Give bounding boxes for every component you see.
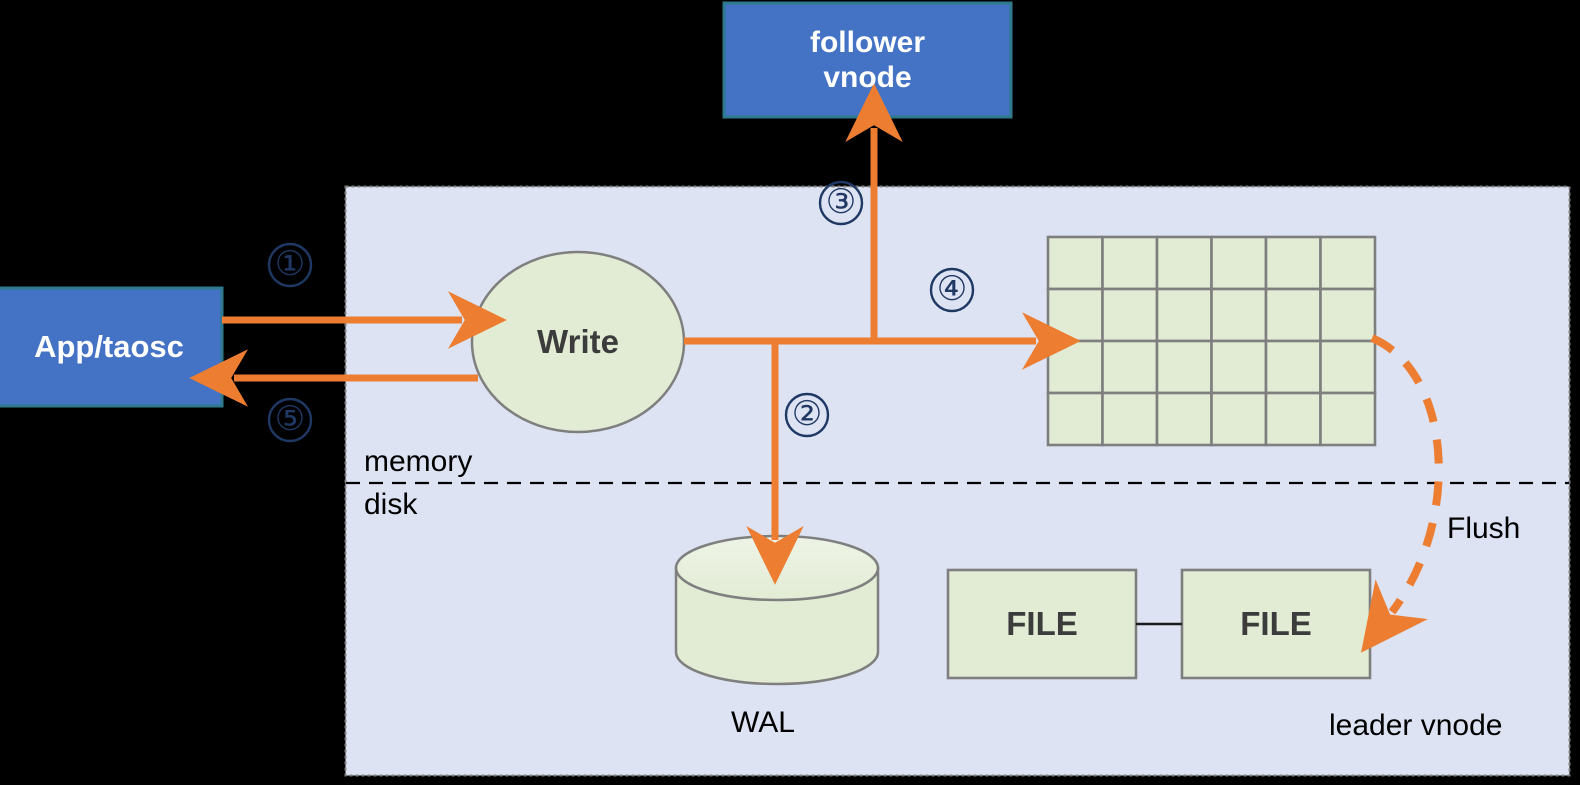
step-circle-3 xyxy=(818,180,864,226)
arrow-flush-dashed xyxy=(1361,334,1443,653)
step-number-1: ① xyxy=(274,246,306,283)
step-circle-4 xyxy=(929,267,975,313)
step-number-2: ② xyxy=(791,396,823,433)
step-number-circles xyxy=(267,180,975,443)
leader-vnode-caption: leader vnode xyxy=(1329,709,1503,742)
wal-caption: WAL xyxy=(731,706,795,739)
step-number-4: ④ xyxy=(936,271,968,308)
flush-label: Flush xyxy=(1447,512,1521,545)
step-number-3: ③ xyxy=(825,184,857,221)
app-taosc-box xyxy=(0,286,224,408)
disk-label: disk xyxy=(364,488,418,521)
memtable-grid xyxy=(1046,235,1377,447)
file-box-1 xyxy=(946,568,1138,680)
step-circle-5 xyxy=(267,397,313,443)
memory-label: memory xyxy=(364,445,473,478)
step-number-5: ⑤ xyxy=(274,401,306,438)
wal-cylinder-shape xyxy=(674,534,880,686)
step-circle-1 xyxy=(267,242,313,288)
follower-vnode-box xyxy=(722,1,1013,119)
write-node-shape xyxy=(470,250,686,434)
step-circle-2 xyxy=(784,392,830,438)
file-box-2 xyxy=(1180,568,1372,680)
